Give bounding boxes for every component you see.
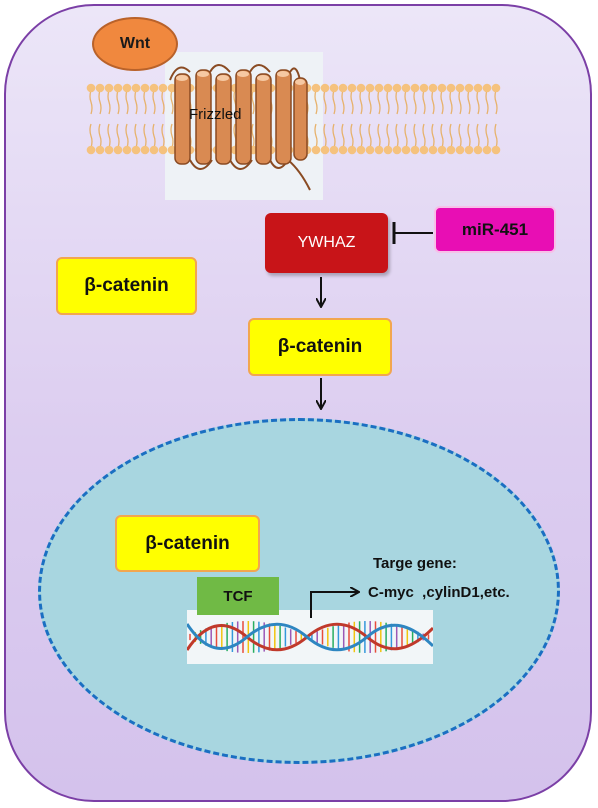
tcf-factor: TCF: [197, 577, 279, 615]
stabilized-beta-catenin: β-catenin: [248, 318, 392, 376]
transcription-start-arrow: [310, 592, 358, 618]
wnt-ligand: Wnt: [92, 17, 178, 71]
free-beta-catenin: β-catenin: [56, 257, 197, 315]
mir451-node: miR-451: [434, 206, 556, 253]
ywhaz-node: YWHAZ: [265, 213, 388, 273]
nuclear-beta-catenin: β-catenin: [115, 515, 260, 572]
nucleus: [38, 418, 560, 764]
target-gene-title: Targe gene:: [373, 555, 457, 572]
frizzled-label: Frizzled: [189, 106, 242, 123]
target-gene-list: C-myc ,cylinD1,etc.: [368, 584, 510, 601]
dna-helix-icon: [187, 610, 433, 664]
inhibition-line: [392, 222, 433, 244]
